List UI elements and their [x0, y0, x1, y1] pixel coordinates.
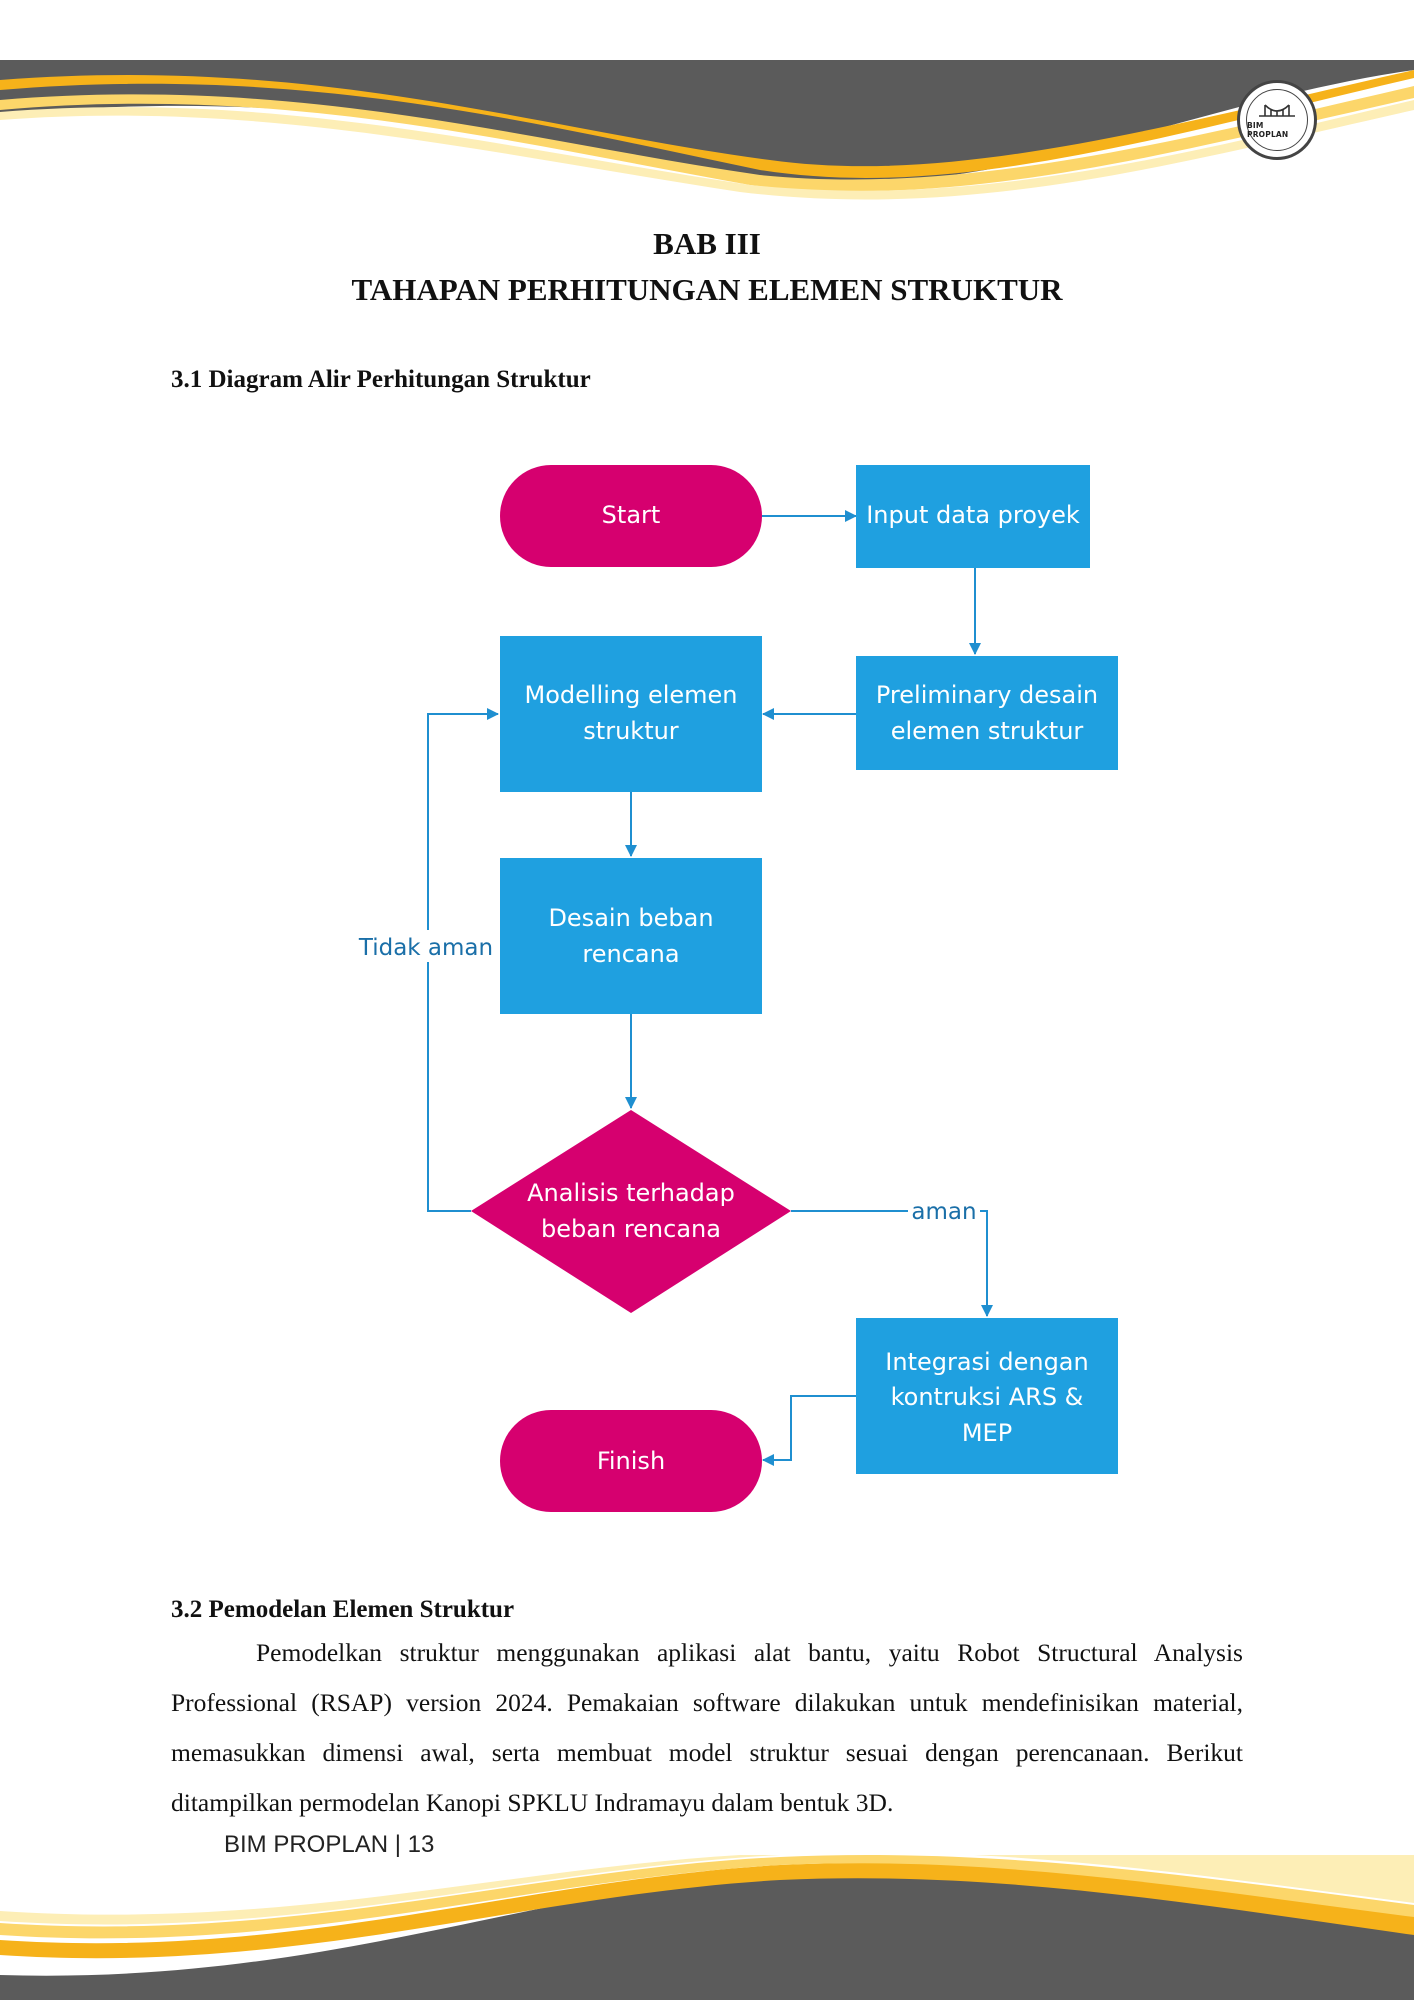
edge-analisis-to-integrasi	[791, 1210, 993, 1317]
analisis-decision-node	[471, 1110, 791, 1313]
bridge-icon	[1259, 104, 1295, 117]
section-3-2-paragraph: Pemodelkan struktur menggunakan aplikasi…	[171, 1638, 1243, 1817]
tidak-aman-label-bg	[356, 930, 496, 962]
aman-label-bg	[908, 1196, 980, 1226]
input-data-node	[856, 465, 1090, 568]
start-label: Start	[602, 501, 661, 529]
aman-label: aman	[911, 1199, 976, 1225]
bottom-wave-banner	[0, 1855, 1414, 2000]
integrasi-label-line2: kontruksi ARS &	[891, 1383, 1084, 1411]
input-data-label: Input data proyek	[866, 501, 1080, 529]
section-heading-3-2: 3.2 Pemodelan Elemen Struktur	[171, 1596, 515, 1623]
edge-analisis-to-modelling-loop	[427, 708, 499, 1212]
bim-proplan-logo: BIM PROPLAN	[1237, 80, 1317, 160]
integrasi-label-line3: MEP	[962, 1419, 1012, 1447]
desain-beban-label-line1: Desain beban	[548, 904, 713, 932]
integrasi-label-line1: Integrasi dengan	[885, 1348, 1088, 1376]
chapter-number: BAB III	[653, 226, 761, 261]
analisis-label-line2: beban rencana	[541, 1215, 721, 1243]
chapter-title: TAHAPAN PERHITUNGAN ELEMEN STRUKTUR	[351, 272, 1063, 307]
preliminary-label-line1: Preliminary desain	[876, 681, 1098, 709]
top-wave-banner	[0, 60, 1414, 200]
section-heading-3-1: 3.1 Diagram Alir Perhitungan Struktur	[171, 366, 591, 393]
desain-beban-node	[500, 858, 762, 1014]
edge-integrasi-to-finish	[762, 1395, 856, 1466]
analisis-label-line1: Analisis terhadap	[527, 1179, 735, 1207]
preliminary-label-line2: elemen struktur	[891, 717, 1084, 745]
flowchart-connectors	[427, 510, 993, 1466]
integrasi-node	[856, 1318, 1118, 1474]
page-footer: BIM PROPLAN | 13	[224, 1831, 435, 1858]
modelling-label-line1: Modelling elemen	[524, 681, 737, 709]
desain-beban-label-line2: rencana	[582, 940, 679, 968]
finish-label: Finish	[597, 1447, 665, 1475]
modelling-node	[500, 636, 762, 792]
start-node	[500, 465, 762, 567]
modelling-label-line2: struktur	[583, 717, 679, 745]
finish-node	[500, 1410, 762, 1512]
logo-text: BIM PROPLAN	[1247, 121, 1289, 139]
tidak-aman-label: Tidak aman	[358, 935, 493, 961]
preliminary-node	[856, 656, 1118, 770]
